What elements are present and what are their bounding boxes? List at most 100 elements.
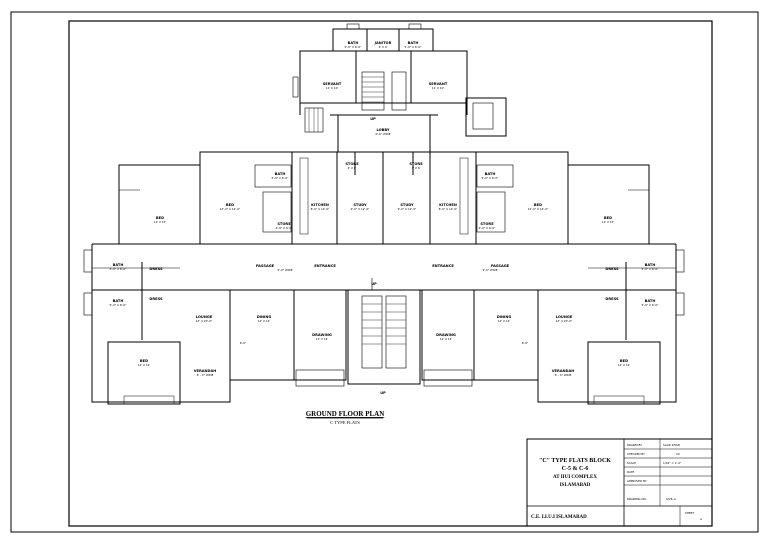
floor-plan xyxy=(83,23,685,405)
size-store-right: 4' X 6' xyxy=(412,166,421,170)
size-drawing-right: 12' X 14' xyxy=(440,337,453,341)
label-servant-right: SERVANT xyxy=(429,82,448,86)
approved-label: APPROVED BY xyxy=(627,479,647,483)
size-dining-right: 12' X 14' xyxy=(498,319,511,323)
label-kitchen-right: KITCHEN xyxy=(439,203,457,207)
label-bath-far-left-2: BATH xyxy=(113,299,124,303)
label-bath-top-right: BATH xyxy=(408,41,419,45)
label-bed-right-outer: BED xyxy=(604,216,612,220)
label-bath-left: BATH xyxy=(275,172,286,176)
label-verandah-right: VERANDAH xyxy=(552,369,575,373)
size-study-right: 9'-0" X 12'-0" xyxy=(398,207,417,211)
label-lobby: LOBBY xyxy=(376,128,389,132)
label-dress-left-2: DRESS xyxy=(149,297,163,301)
label-bed-bottom-left: BED xyxy=(140,359,148,363)
label-entrance-right: ENTRANCE xyxy=(432,264,454,268)
label-janitor: JANITOR xyxy=(374,41,392,45)
size-bed-right-outer: 12' X 15' xyxy=(602,220,615,224)
size-study-left: 9'-0" X 12'-0" xyxy=(351,207,370,211)
sheet-label: SHEET xyxy=(685,511,694,515)
label-bed-bottom-right: BED xyxy=(620,359,628,363)
label-study-left: STUDY xyxy=(353,203,367,207)
dim-left: 6'-0" xyxy=(240,341,247,345)
size-lobby: 6'-6" WIDE xyxy=(375,132,390,136)
size-bath-left: 5'-0" X 6'-0" xyxy=(272,176,290,180)
size-bed-bottom-left: 12' X 14' xyxy=(138,363,151,367)
label-bed-left-outer: BED xyxy=(156,216,164,220)
servant-block xyxy=(292,23,507,152)
scale-value: 1/16" = 1'-0" xyxy=(663,461,682,465)
size-kitchen-right: 8'-0" X 14'-0" xyxy=(439,207,458,211)
room-labels: BATH 5'-0" X 6'-0" JANITOR 4' X 4' BATH … xyxy=(110,41,660,395)
label-up-bottom: UP xyxy=(380,391,386,395)
middle-band xyxy=(199,151,569,245)
size-bath-top-right: 5'-0" X 6'-0" xyxy=(405,45,423,49)
label-passage-right: PASSAGE xyxy=(491,264,510,268)
label-dining-right: DINING xyxy=(497,315,512,319)
size-store-mid-right: 4'-0" X 6'-0" xyxy=(479,226,497,230)
size-kitchen-left: 8'-0" X 14'-0" xyxy=(311,207,330,211)
size-store-mid-left: 4'-0" X 6'-0" xyxy=(276,226,294,230)
checked-value: XX xyxy=(676,452,680,456)
project-line-2: C-5 & C-6 xyxy=(562,466,589,472)
sheet-value: A xyxy=(700,517,702,521)
size-bath-far-right-2: 5'-0" X 6'-0" xyxy=(642,303,660,307)
label-servant-left: SERVANT xyxy=(323,82,342,86)
drawn-value: SAAD KHAN xyxy=(663,443,680,447)
drawing-border xyxy=(68,20,713,527)
label-bed-left-inner: BED xyxy=(226,203,234,207)
scale-label: SCALE xyxy=(627,461,636,465)
size-passage-right: 5'-0" WIDE xyxy=(482,268,497,272)
size-bed-bottom-right: 12' X 14' xyxy=(618,363,631,367)
size-passage-left: 5'-0" WIDE xyxy=(277,268,292,272)
size-bath-top-left: 5'-0" X 6'-0" xyxy=(345,45,363,49)
drawing-title: GROUND FLOOR PLAN xyxy=(306,410,385,418)
label-bath-right: BATH xyxy=(485,172,496,176)
label-verandah-left: VERANDAH xyxy=(194,369,217,373)
outer-frame xyxy=(10,11,759,533)
label-store-mid-right: STORE xyxy=(480,222,494,226)
label-store-mid-left: STORE xyxy=(277,222,291,226)
size-bath-far-left-1: 5'-0" X 6'-0" xyxy=(110,267,128,271)
project-line-1: "C" TYPE FLATS BLOCK xyxy=(539,458,611,464)
size-servant-left: 11' X 10' xyxy=(326,86,339,90)
label-lounge-right: LOUNGE xyxy=(556,315,573,319)
label-store-right: STORE xyxy=(409,162,423,166)
label-entrance-left: ENTRANCE xyxy=(314,264,336,268)
size-verandah-right: 6' - 0" WIDE xyxy=(555,373,572,377)
corridor xyxy=(83,243,685,340)
label-store-left: STORE xyxy=(345,162,359,166)
label-drawing-right: DRAWING xyxy=(436,333,456,337)
dim-right: 6'-0" xyxy=(522,341,529,345)
label-passage-left: PASSAGE xyxy=(256,264,275,268)
checked-label: CHECKED BY xyxy=(627,452,645,456)
label-study-right: STUDY xyxy=(400,203,414,207)
label-bath-far-right-1: BATH xyxy=(645,263,656,267)
outer-bedrooms xyxy=(118,164,650,245)
size-janitor: 4' X 4' xyxy=(379,45,388,49)
size-bed-left-outer: 12' X 15' xyxy=(154,220,167,224)
drawing-no-label: DRAWING NO. xyxy=(627,497,647,501)
label-up-top: UP xyxy=(370,117,376,121)
label-dining-left: DINING xyxy=(257,315,272,319)
size-bed-right-inner: 12'-0" X 14'-0" xyxy=(528,207,549,211)
project-line-3: AT IIUI COMPLEX xyxy=(553,475,597,480)
label-dress-right-1: DRESS xyxy=(605,267,619,271)
size-bath-far-right-1: 5'-0" X 6'-0" xyxy=(642,267,660,271)
project-line-4: ISLAMABAD xyxy=(560,483,591,488)
size-verandah-left: 6' - 0" WIDE xyxy=(197,373,214,377)
label-bed-right-inner: BED xyxy=(534,203,542,207)
drawn-label: DRAWN BY xyxy=(627,443,642,447)
label-bath-top-left: BATH xyxy=(348,41,359,45)
label-bath-far-right-2: BATH xyxy=(645,299,656,303)
size-lounge-right: 12' X 20'-0" xyxy=(556,319,573,323)
drawing-no-value: CIVIL-A xyxy=(666,497,676,501)
label-up-mid: UP xyxy=(371,282,377,286)
label-lounge-left: LOUNGE xyxy=(196,315,213,319)
size-lounge-left: 12' X 20'-0" xyxy=(196,319,213,323)
drawing-subtitle: C TYPE FLATS xyxy=(330,420,360,425)
footer-left: C.E. I.I.U.I ISLAMABAD xyxy=(531,515,587,520)
size-bath-right: 5'-0" X 6'-0" xyxy=(482,176,500,180)
title-block: "C" TYPE FLATS BLOCK C-5 & C-6 AT IIUI C… xyxy=(526,438,713,527)
size-servant-right: 11' X 10' xyxy=(432,86,445,90)
